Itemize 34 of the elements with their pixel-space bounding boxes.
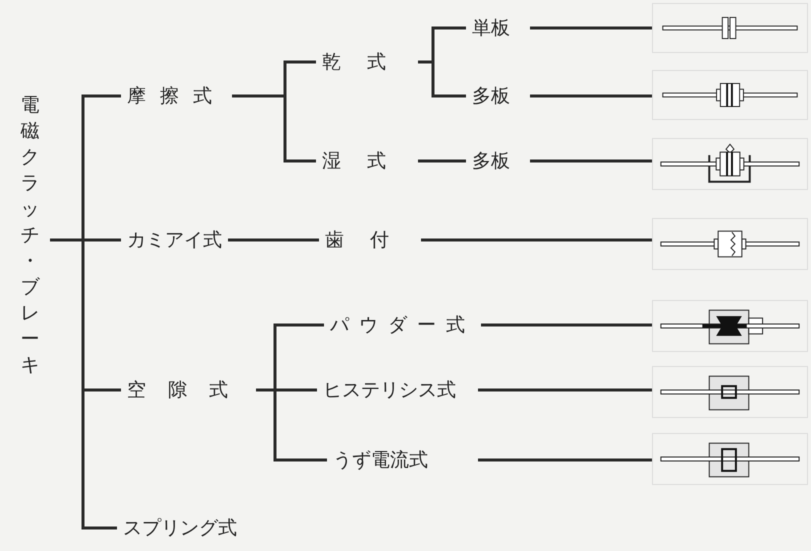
clutch-drawing — [652, 70, 808, 120]
connector-line — [256, 388, 327, 462]
connector-line — [421, 238, 652, 242]
category-label: カミアイ式 — [127, 228, 222, 252]
category-label: 多板 — [472, 84, 510, 108]
connector-line — [478, 388, 652, 392]
clutch-drawing — [652, 218, 808, 270]
category-label: 摩擦式 — [127, 84, 226, 108]
connector-line — [232, 94, 316, 162]
connector-line — [481, 324, 652, 326]
root-label: 電磁クラッチ・ブレーキ — [16, 92, 44, 378]
category-label: 単板 — [472, 16, 510, 40]
connector-line — [530, 160, 652, 162]
category-label: 空隙式 — [127, 378, 250, 402]
connector-line — [418, 160, 466, 162]
connector-line — [50, 238, 117, 530]
connector-line — [530, 94, 652, 98]
clutch-drawing — [652, 366, 808, 418]
connector-line — [530, 26, 652, 30]
category-label: スプリング式 — [123, 516, 237, 540]
category-label: 湿式 — [322, 149, 412, 173]
clutch-drawing — [652, 433, 808, 485]
connector-line — [228, 238, 319, 242]
clutch-drawing — [652, 300, 808, 352]
category-label: パウダー式 — [330, 313, 475, 337]
clutch-drawing — [652, 3, 808, 53]
category-label: 乾式 — [322, 50, 412, 74]
category-label: うず電流式 — [333, 448, 428, 472]
clutch-drawing — [652, 138, 808, 190]
category-label: 多板 — [472, 149, 510, 173]
connector-line — [478, 458, 652, 462]
connector-line — [418, 60, 466, 98]
category-label: 歯付 — [325, 228, 415, 252]
category-label: ヒステリシス式 — [323, 378, 456, 402]
